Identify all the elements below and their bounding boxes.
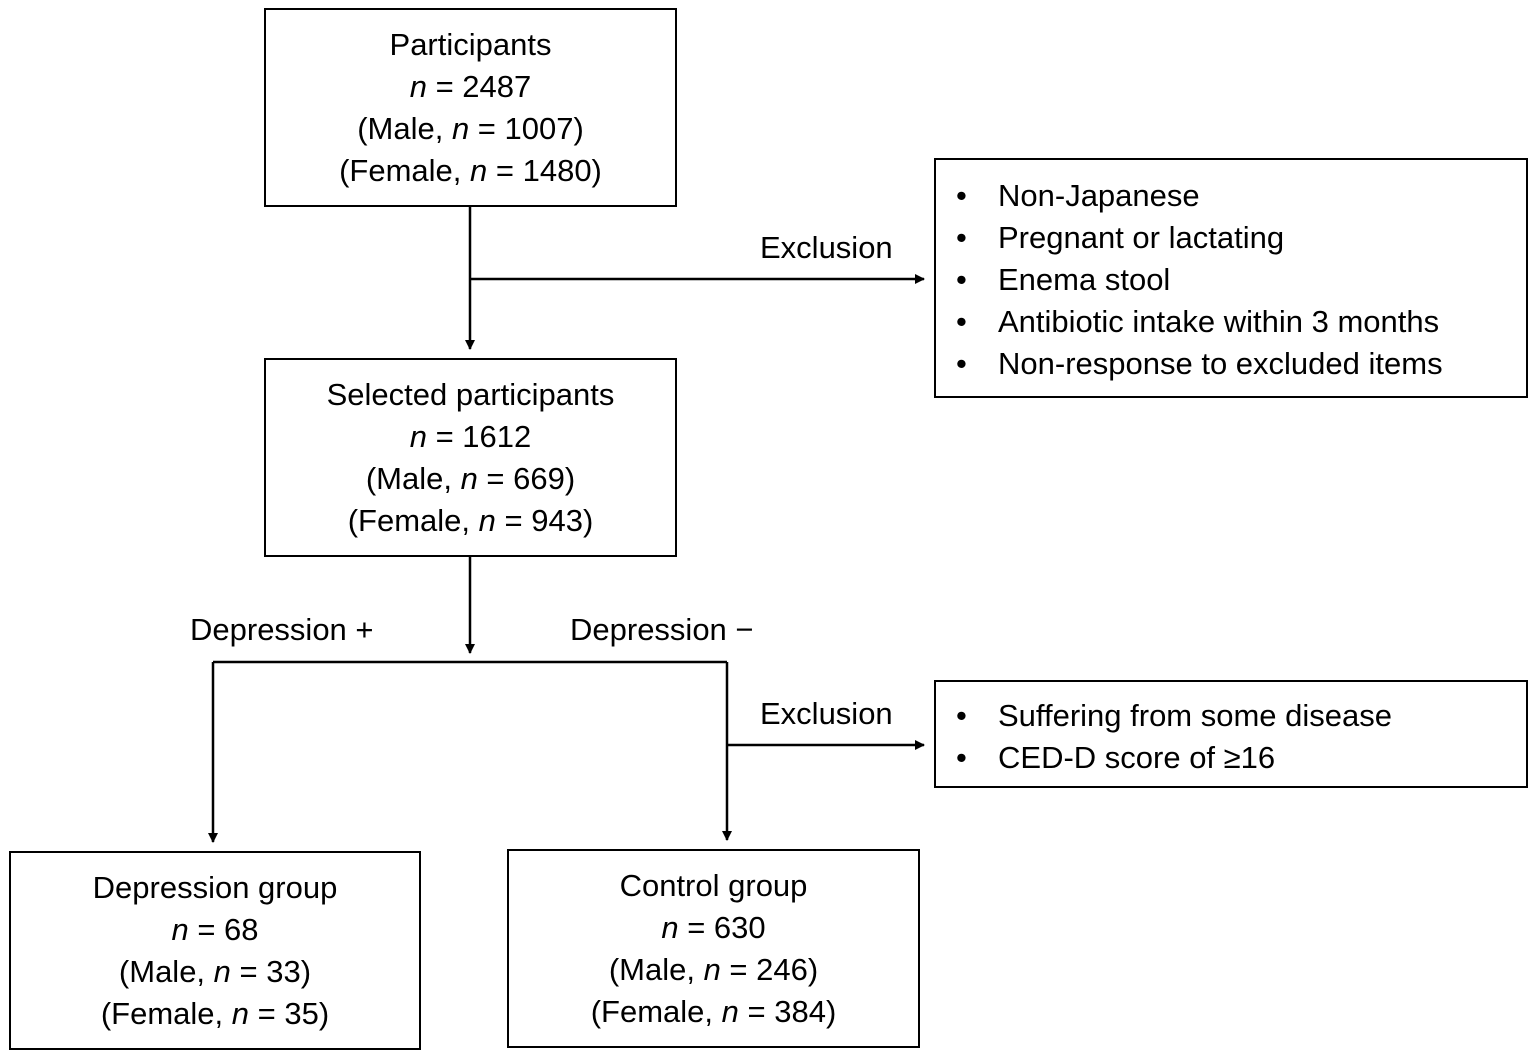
depression-female: (Female, n = 35) bbox=[100, 995, 330, 1031]
exclusion-item: •Antibiotic intake within 3 months bbox=[956, 304, 1440, 339]
exclusion-item: •Non-Japanese bbox=[956, 178, 1200, 213]
participants-female: (Female, n = 1480) bbox=[339, 152, 602, 188]
control-n: n = 630 bbox=[661, 909, 766, 945]
participants-title: Participants bbox=[389, 26, 552, 62]
control-female: (Female, n = 384) bbox=[590, 993, 837, 1029]
control-title: Control group bbox=[619, 867, 808, 903]
selected-participants-box: Selected participants n = 1612 (Male, n … bbox=[264, 358, 677, 557]
selected-male: (Male, n = 669) bbox=[365, 460, 576, 496]
depression-group-box: Depression group n = 68 (Male, n = 33) (… bbox=[9, 851, 421, 1050]
depression-n: n = 68 bbox=[171, 911, 259, 947]
selected-n: n = 1612 bbox=[409, 418, 532, 454]
exclusion-item: •Non-response to excluded items bbox=[956, 346, 1443, 381]
exclusion-item: •Enema stool bbox=[956, 262, 1171, 297]
exclusion-item: •CED-D score of ≥16 bbox=[956, 740, 1276, 775]
branch-label-depression-plus: Depression + bbox=[190, 612, 374, 647]
participants-male: (Male, n = 1007) bbox=[357, 110, 584, 146]
control-group-box: Control group n = 630 (Male, n = 246) (F… bbox=[507, 849, 920, 1048]
exclusion-item: •Pregnant or lactating bbox=[956, 220, 1285, 255]
exclusion-list-2: •Suffering from some disease •CED-D scor… bbox=[956, 695, 1392, 779]
branch-label-depression-minus: Depression − bbox=[570, 612, 754, 647]
exclusion-criteria-box-2: •Suffering from some disease •CED-D scor… bbox=[934, 680, 1528, 788]
exclusion-label-2: Exclusion bbox=[760, 696, 893, 731]
selected-female: (Female, n = 943) bbox=[347, 502, 594, 538]
selected-title: Selected participants bbox=[326, 376, 615, 412]
exclusion-criteria-box-1: •Non-Japanese •Pregnant or lactating •En… bbox=[934, 158, 1528, 398]
depression-male: (Male, n = 33) bbox=[118, 953, 312, 989]
participants-n: n = 2487 bbox=[409, 68, 532, 104]
exclusion-label-1: Exclusion bbox=[760, 230, 893, 265]
participants-box: Participants n = 2487 (Male, n = 1007) (… bbox=[264, 8, 677, 207]
control-male: (Male, n = 246) bbox=[608, 951, 819, 987]
exclusion-item: •Suffering from some disease bbox=[956, 698, 1393, 733]
exclusion-list-1: •Non-Japanese •Pregnant or lactating •En… bbox=[956, 175, 1443, 385]
depression-title: Depression group bbox=[92, 869, 338, 905]
